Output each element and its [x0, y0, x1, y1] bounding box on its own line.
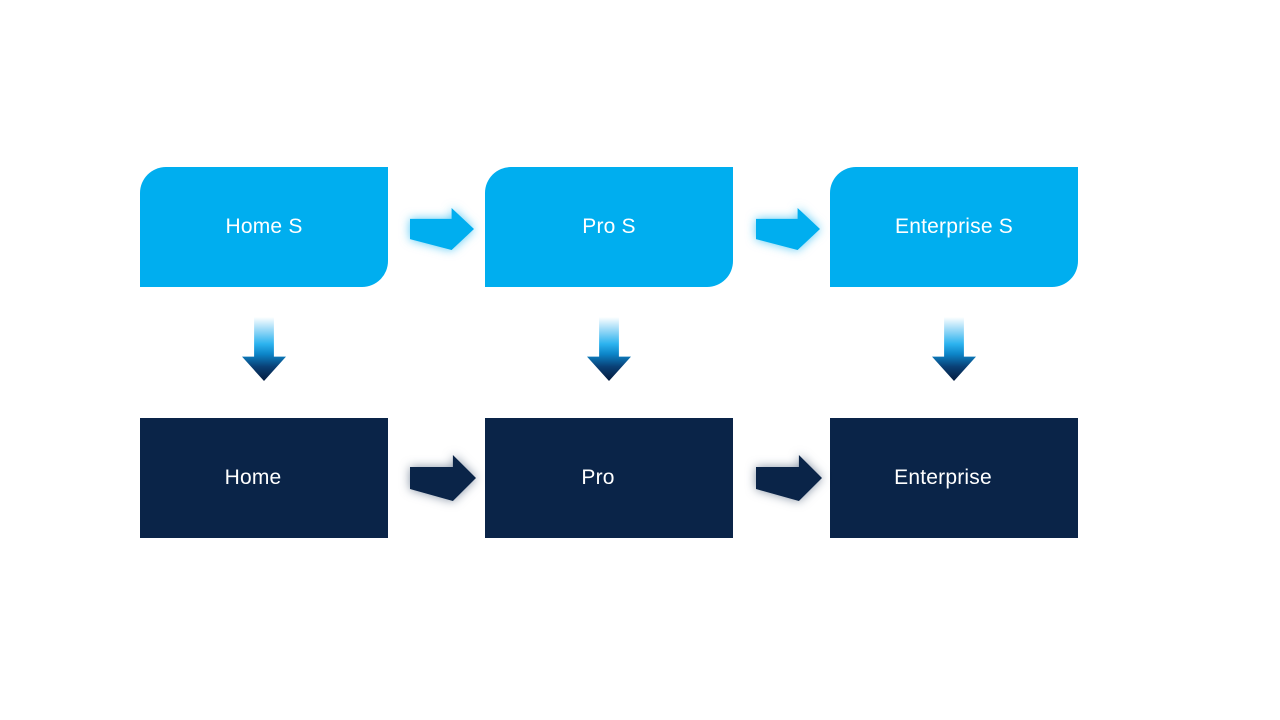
- down-arrow-icon: [587, 317, 631, 381]
- down-arrow-icon: [932, 317, 976, 381]
- node-label: Home: [224, 466, 282, 489]
- node-label: Pro S: [582, 215, 636, 238]
- node-label: Enterprise S: [895, 215, 1013, 238]
- right-arrow-icon: [756, 208, 820, 250]
- right-arrow-shape: [756, 208, 820, 250]
- node-home-s: Home S: [140, 167, 388, 287]
- down-arrow-icon: [242, 317, 286, 381]
- down-arrow-shape: [242, 317, 286, 381]
- right-arrow-icon: [410, 208, 474, 250]
- right-arrow-shape: [756, 455, 822, 501]
- node-enterprise: Enterprise: [830, 418, 1078, 538]
- node-label: Enterprise: [894, 466, 992, 489]
- right-arrow-icon: [410, 455, 476, 501]
- node-pro-s: Pro S: [485, 167, 733, 287]
- node-label: Pro: [581, 466, 615, 489]
- down-arrow-shape: [932, 317, 976, 381]
- node-label: Home S: [225, 215, 303, 238]
- right-arrow-icon: [756, 455, 822, 501]
- right-arrow-shape: [410, 208, 474, 250]
- right-arrow-shape: [410, 455, 476, 501]
- node-enterprise-s: Enterprise S: [830, 167, 1078, 287]
- node-home: Home: [140, 418, 388, 538]
- down-arrow-shape: [587, 317, 631, 381]
- node-pro: Pro: [485, 418, 733, 538]
